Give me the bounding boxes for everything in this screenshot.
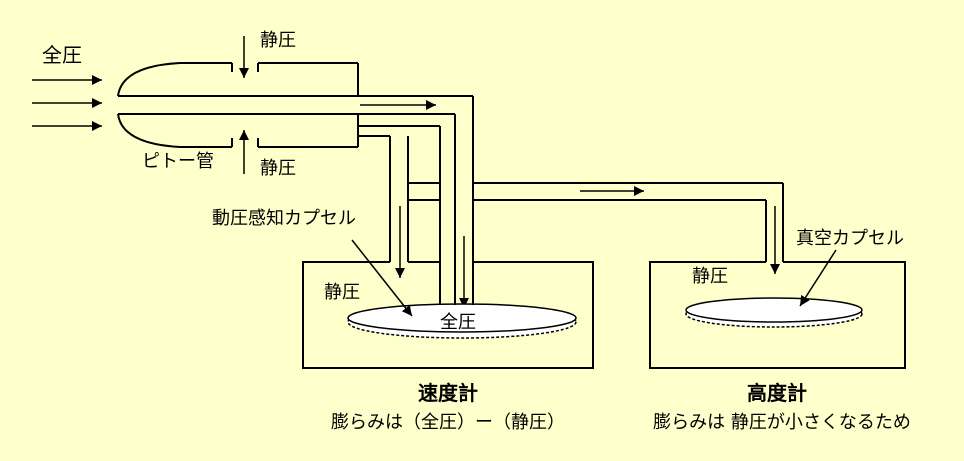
capsule-total-label: 全圧 — [440, 312, 476, 333]
static-pressure-label-bottom: 静圧 — [260, 158, 296, 179]
speed-indicator-description: 膨らみは（全圧）ー（静圧） — [331, 412, 565, 433]
altimeter-box — [649, 261, 906, 369]
vacuum-capsule-label: 真空カプセル — [796, 228, 904, 249]
dynamic-capsule-label: 動圧感知カプセル — [212, 208, 356, 229]
static-pressure-label-top: 静圧 — [260, 30, 296, 51]
alt-box-static-label: 静圧 — [692, 266, 728, 287]
altimeter-description: 膨らみは 静圧が小さくなるため — [653, 412, 911, 433]
vacuum-capsule — [685, 297, 863, 323]
total-pressure-label: 全圧 — [42, 43, 82, 67]
pitot-tube — [117, 62, 359, 148]
speed-box-static-label: 静圧 — [324, 282, 360, 303]
pitot-tube-label: ピトー管 — [142, 151, 214, 172]
airflow-arrows — [32, 75, 102, 131]
vacuum-capsule-pointer — [799, 249, 837, 307]
altimeter-title: 高度計 — [747, 381, 807, 405]
speed-indicator-title: 速度計 — [418, 381, 478, 405]
dynamic-capsule-pointer — [351, 239, 413, 317]
